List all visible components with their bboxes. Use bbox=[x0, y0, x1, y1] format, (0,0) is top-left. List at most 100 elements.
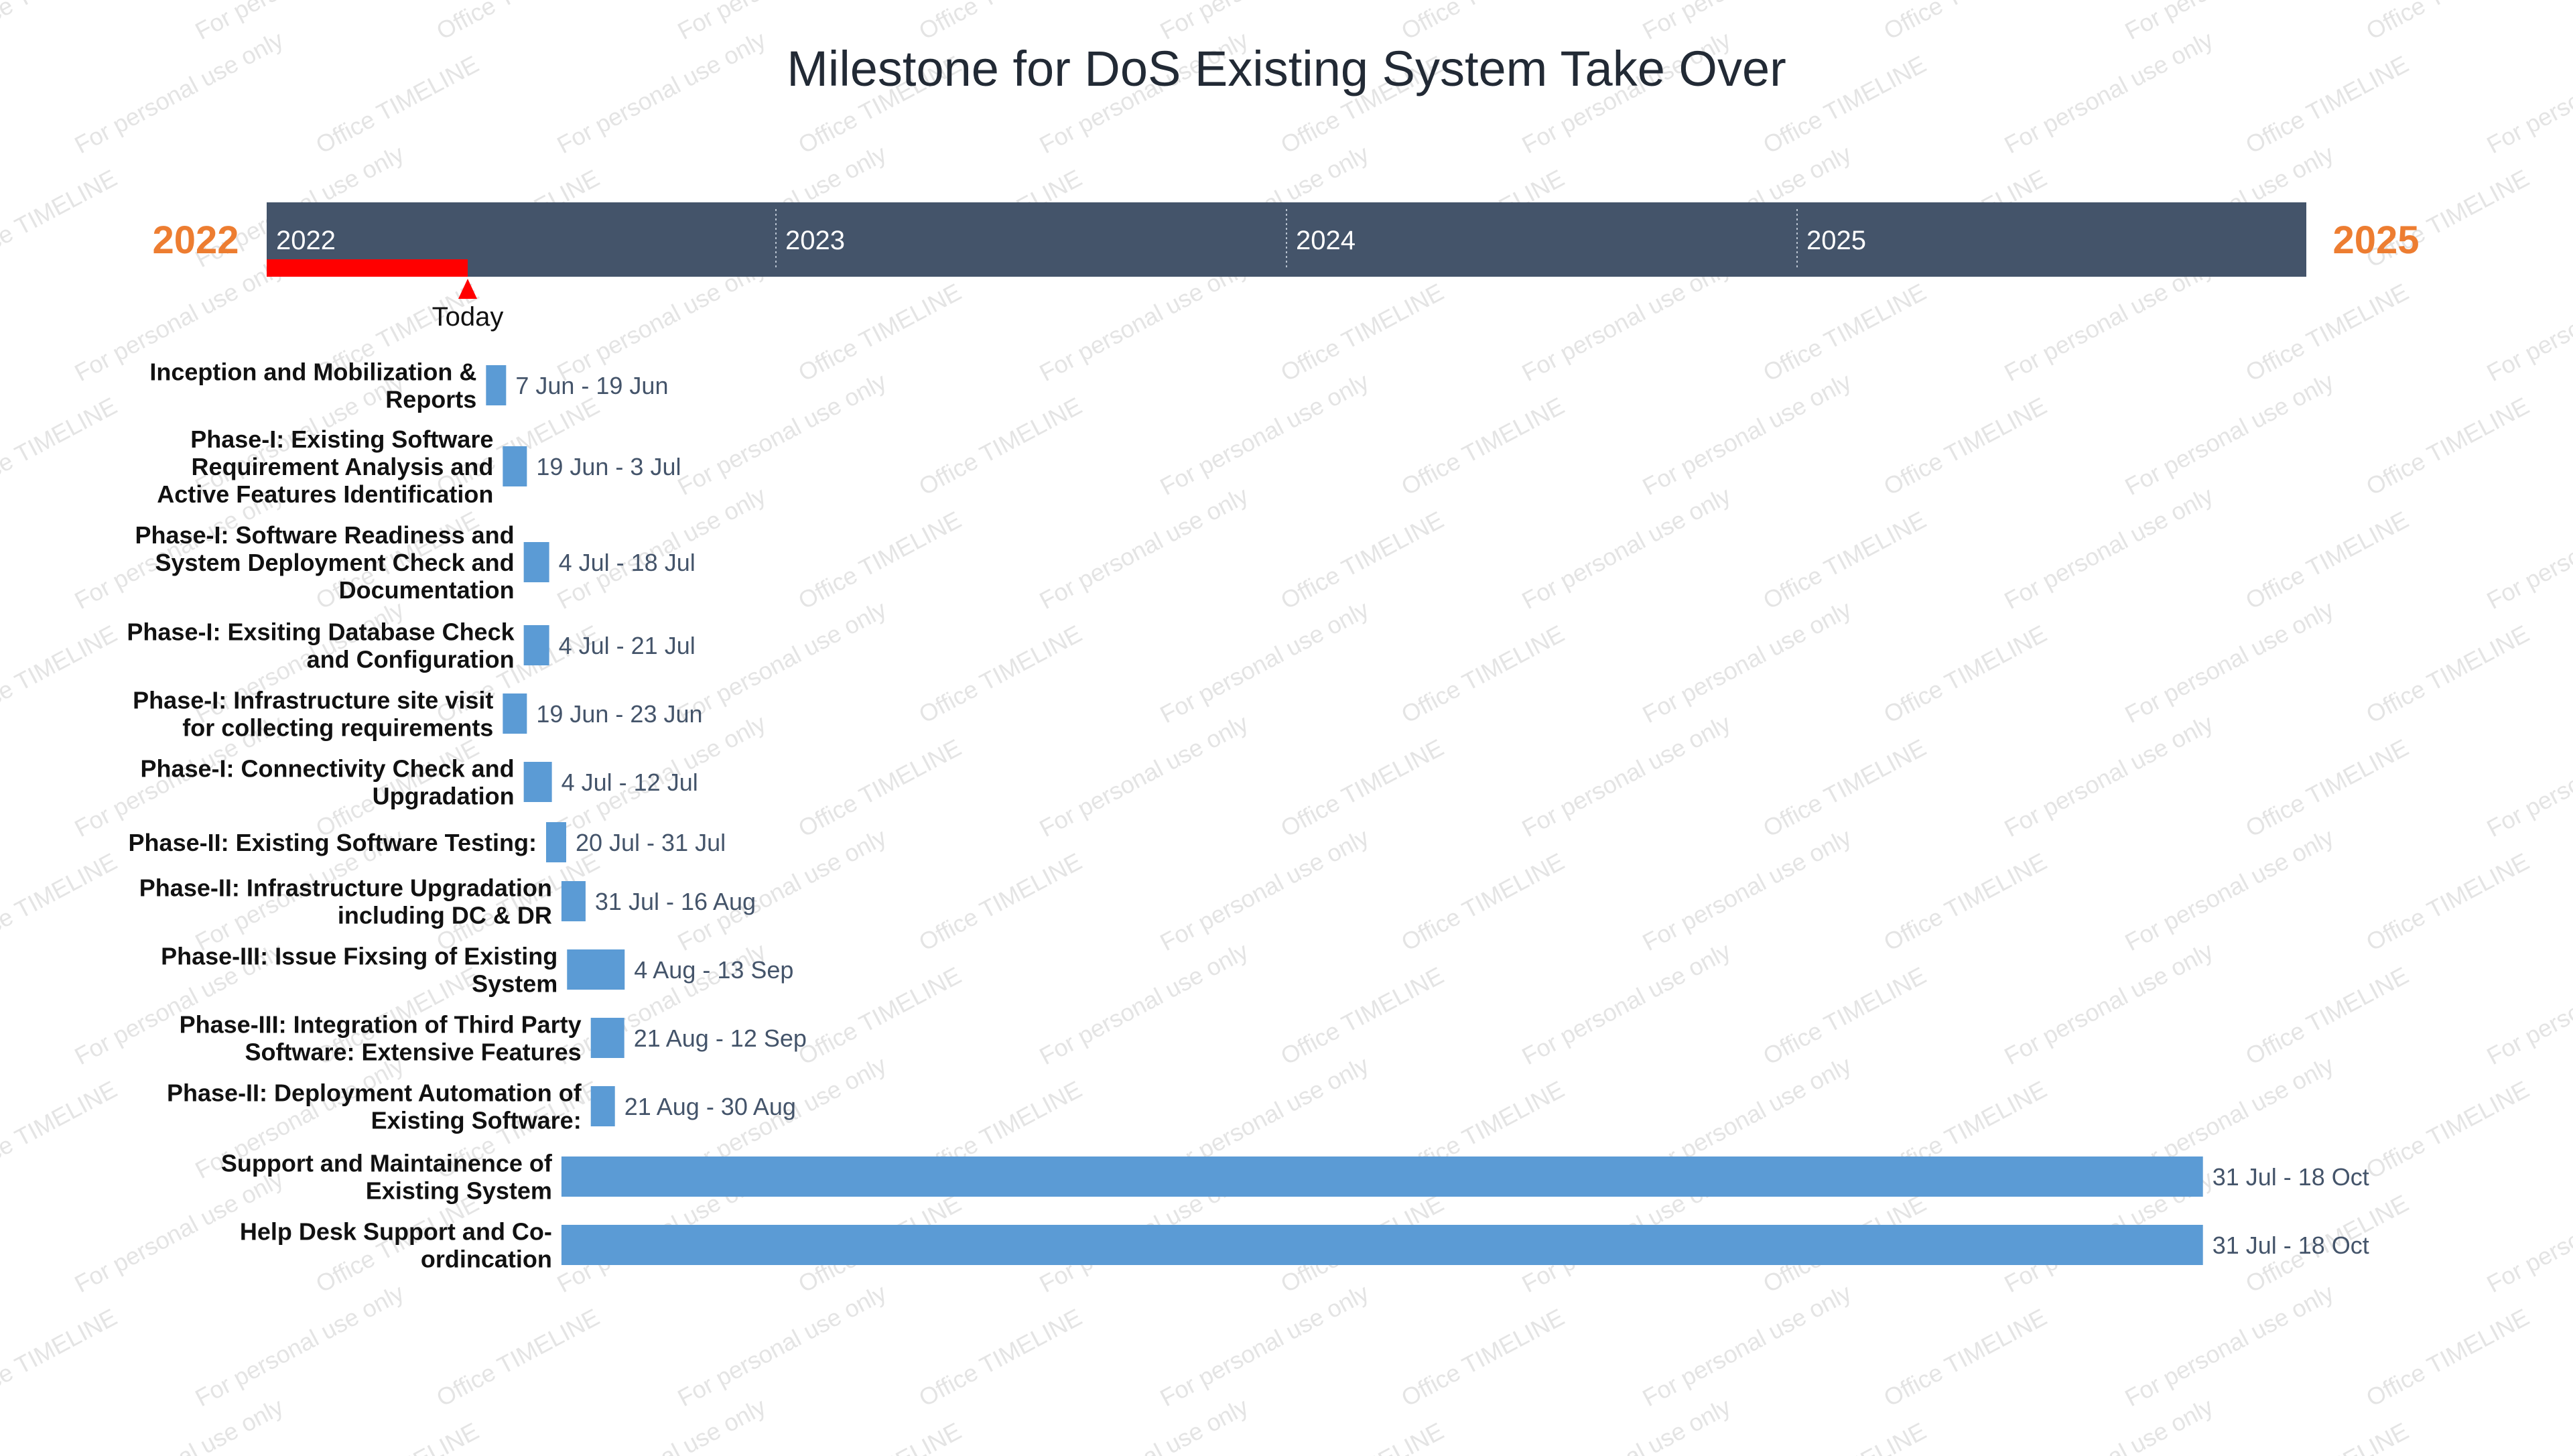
task-bar bbox=[561, 1225, 2203, 1265]
watermark-text: Office TIMELINE bbox=[2362, 0, 2534, 45]
watermark-text: For personal use only bbox=[1156, 367, 1374, 501]
end-year-label: 2025 bbox=[2332, 218, 2419, 262]
watermark-text: Office TIMELINE bbox=[0, 392, 121, 501]
watermark-text: For personal use only bbox=[70, 1392, 288, 1456]
task-bar bbox=[503, 693, 527, 734]
task-bar bbox=[590, 1086, 615, 1126]
watermark-text: For personal use only bbox=[1156, 1278, 1374, 1412]
task-list: 7 Jun - 19 Jun Inception and Mobilization… bbox=[127, 358, 2369, 1273]
watermark-text: For personal use only bbox=[673, 1278, 891, 1412]
watermark-text: Office TIMELINE bbox=[0, 1075, 121, 1184]
watermark-text: For personal use only bbox=[2483, 1392, 2573, 1456]
watermark-text: Office TIMELINE bbox=[2362, 1303, 2534, 1412]
watermark-text: For personal use only bbox=[2483, 709, 2573, 842]
task-date-label: 4 Aug - 13 Sep bbox=[634, 956, 793, 984]
task-label-line: Phase-I: Exsiting Database Check bbox=[127, 618, 515, 646]
watermark-text: Office TIMELINE bbox=[2241, 278, 2414, 387]
watermark-text: Office TIMELINE bbox=[0, 848, 121, 956]
watermark-text: For personal use only bbox=[1638, 595, 1856, 728]
watermark-text: For personal use only bbox=[2000, 25, 2218, 159]
task-date-label: 7 Jun - 19 Jun bbox=[515, 372, 668, 399]
watermark-text: Office TIMELINE bbox=[2241, 1417, 2414, 1456]
watermark-text: For personal use only bbox=[2000, 1392, 2218, 1456]
watermark-text: For personal use only bbox=[1035, 1392, 1253, 1456]
watermark-text: Office TIMELINE bbox=[312, 1417, 484, 1456]
watermark-text: For personal use only bbox=[1518, 481, 1735, 614]
watermark-text: Office TIMELINE bbox=[794, 506, 966, 614]
watermark-text: For personal use only bbox=[553, 1392, 771, 1456]
watermark-text: Office TIMELINE bbox=[2362, 620, 2534, 728]
watermark-text: Office TIMELINE bbox=[794, 734, 966, 842]
task-bar bbox=[503, 446, 527, 486]
watermark-text: For personal use only bbox=[2121, 823, 2338, 956]
task-label-line: Documentation bbox=[339, 576, 515, 604]
watermark-text: Office TIMELINE bbox=[1276, 962, 1449, 1070]
task-date-label: 31 Jul - 18 Oct bbox=[2213, 1232, 2369, 1259]
task-bar bbox=[486, 365, 507, 405]
task-date-label: 19 Jun - 3 Jul bbox=[536, 453, 681, 480]
watermark-text: For personal use only bbox=[70, 25, 288, 159]
watermark-text: Office TIMELINE bbox=[794, 278, 966, 387]
task-label-line: Inception and Mobilization & bbox=[149, 358, 476, 386]
watermark-text: Office TIMELINE bbox=[2241, 506, 2414, 614]
watermark-text: Office TIMELINE bbox=[0, 0, 121, 45]
watermark-text: Office TIMELINE bbox=[1276, 278, 1449, 387]
task-bar bbox=[567, 949, 625, 990]
watermark-text: Office TIMELINE bbox=[312, 50, 484, 159]
watermark-text: Office TIMELINE bbox=[1276, 506, 1449, 614]
watermark-text: For personal use only bbox=[2121, 595, 2338, 728]
watermark-text: Office TIMELINE bbox=[2362, 848, 2534, 956]
task-bar bbox=[545, 822, 566, 862]
task-label-line: Help Desk Support and Co- bbox=[240, 1218, 552, 1246]
watermark-text: Office TIMELINE bbox=[432, 0, 604, 45]
watermark-text: For personal use only bbox=[673, 0, 891, 45]
watermark-text: Office TIMELINE bbox=[2241, 962, 2414, 1070]
task-bar bbox=[523, 542, 549, 582]
watermark-text: Office TIMELINE bbox=[2362, 1075, 2534, 1184]
watermark-text: Office TIMELINE bbox=[1759, 734, 1931, 842]
task-row: 31 Jul - 16 Aug Phase-II: Infrastructure … bbox=[139, 874, 756, 929]
watermark-text: For personal use only bbox=[1035, 937, 1253, 1070]
task-label-line: Phase-III: Integration of Third Party bbox=[180, 1011, 582, 1039]
task-label-line: Phase-I: Existing Software bbox=[190, 425, 493, 453]
watermark-text: For personal use only bbox=[191, 1278, 409, 1412]
watermark-text: For personal use only bbox=[553, 481, 771, 614]
watermark-text: For personal use only bbox=[2483, 937, 2573, 1070]
task-bar bbox=[561, 1156, 2203, 1197]
watermark-text: For personal use only bbox=[2121, 0, 2338, 45]
task-bar bbox=[561, 881, 586, 921]
watermark-text: For personal use only bbox=[2483, 481, 2573, 614]
task-date-label: 31 Jul - 16 Aug bbox=[595, 888, 756, 915]
watermark-text: For personal use only bbox=[2483, 253, 2573, 387]
watermark-text: For personal use only bbox=[1638, 367, 1856, 501]
watermark-text: For personal use only bbox=[1638, 1278, 1856, 1412]
task-label-line: Reports bbox=[385, 386, 476, 413]
task-label-line: including DC & DR bbox=[338, 902, 552, 929]
watermark-text: For personal use only bbox=[191, 0, 409, 45]
year-label-2023: 2023 bbox=[785, 226, 845, 255]
year-label-2022: 2022 bbox=[276, 226, 336, 255]
watermark-text: Office TIMELINE bbox=[1759, 278, 1931, 387]
task-row: 31 Jul - 18 Oct Help Desk Support and Co-… bbox=[240, 1218, 2369, 1273]
watermark-text: For personal use only bbox=[2121, 1278, 2338, 1412]
task-label-line: for collecting requirements bbox=[182, 714, 493, 742]
watermark-text: Office TIMELINE bbox=[432, 1303, 604, 1412]
task-label-line: ordincation bbox=[421, 1246, 552, 1273]
today-label: Today bbox=[432, 302, 504, 332]
watermark-text: Office TIMELINE bbox=[1759, 1417, 1931, 1456]
watermark-text: Office TIMELINE bbox=[1879, 620, 2052, 728]
watermark-text: For personal use only bbox=[1156, 0, 1374, 45]
task-bar bbox=[590, 1018, 624, 1058]
task-row: 19 Jun - 3 Jul Phase-I: Existing Software… bbox=[157, 425, 681, 508]
watermark-text: For personal use only bbox=[2121, 367, 2338, 501]
watermark-text: Office TIMELINE bbox=[1759, 962, 1931, 1070]
watermark-text: Office TIMELINE bbox=[1397, 0, 1569, 45]
task-label-line: Phase-II: Infrastructure Upgradation bbox=[139, 874, 552, 902]
task-date-label: 31 Jul - 18 Oct bbox=[2213, 1163, 2369, 1191]
watermark-text: For personal use only bbox=[2000, 937, 2218, 1070]
